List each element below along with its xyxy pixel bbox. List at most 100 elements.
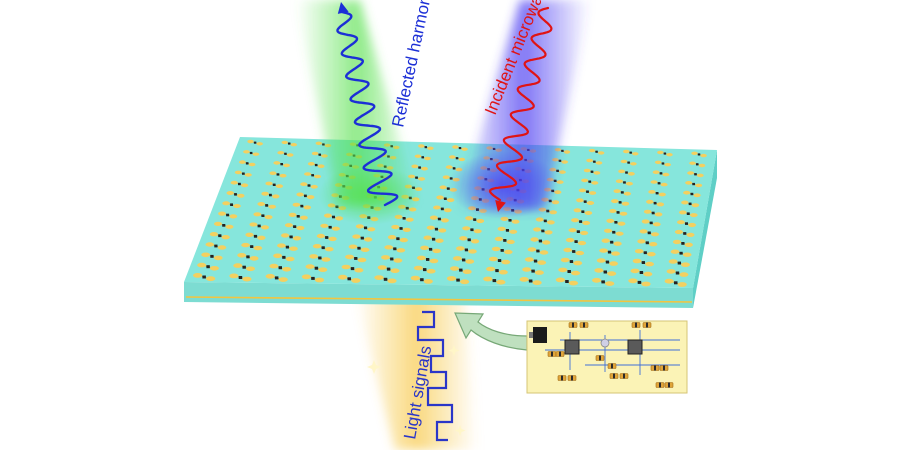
- unit-cell: [352, 234, 373, 242]
- unit-cell: [257, 202, 277, 209]
- component-band: [646, 322, 648, 328]
- unit-cell: [377, 265, 400, 274]
- unit-cell: [497, 226, 518, 234]
- unit-cell: [648, 190, 666, 197]
- unit-cell: [681, 200, 700, 208]
- metasurface-board: [184, 137, 717, 308]
- unit-cell: [193, 273, 216, 282]
- unit-cell: [456, 246, 477, 254]
- unit-cell: [245, 232, 266, 240]
- unit-cell: [418, 144, 434, 150]
- component-band: [571, 375, 573, 381]
- photodiode-pin: [529, 332, 533, 338]
- unit-cell: [309, 254, 331, 262]
- unit-cell: [305, 264, 328, 273]
- component-band: [599, 355, 601, 361]
- unit-cell: [387, 235, 408, 243]
- unit-cell: [316, 233, 337, 242]
- unit-cell: [453, 256, 475, 264]
- reflected-wave-arrowhead: [337, 2, 349, 14]
- unit-cell: [596, 258, 618, 266]
- light-signal-wave: [416, 310, 454, 442]
- unit-cell: [630, 268, 653, 277]
- unit-cell: [672, 239, 693, 247]
- circuit-node: [600, 338, 610, 348]
- unit-cell: [269, 263, 292, 272]
- unit-cell: [689, 161, 706, 168]
- unit-cell: [426, 225, 447, 233]
- unit-cell: [657, 150, 673, 157]
- unit-cell: [433, 205, 452, 213]
- unit-cell: [639, 229, 659, 237]
- unit-cell: [592, 277, 615, 286]
- unit-cell: [414, 154, 431, 161]
- unit-cell: [560, 257, 583, 266]
- unit-cell: [338, 274, 361, 283]
- unit-cell: [691, 151, 707, 158]
- unit-cell: [643, 209, 663, 217]
- component-band: [668, 382, 670, 388]
- unit-cell: [491, 246, 513, 255]
- unit-cell: [566, 237, 587, 246]
- unit-cell: [628, 278, 651, 287]
- photodiode-chip: [533, 327, 547, 343]
- unit-cell: [583, 168, 601, 175]
- unit-cell: [599, 248, 620, 256]
- unit-cell: [197, 262, 219, 271]
- circuit-board: [526, 320, 688, 394]
- unit-cell: [269, 171, 287, 178]
- unit-cell: [524, 257, 547, 265]
- unit-cell: [230, 180, 249, 188]
- unit-cell: [273, 253, 295, 262]
- unit-cell: [253, 212, 273, 220]
- board-top-face: [184, 137, 717, 288]
- unit-cell: [239, 160, 256, 167]
- unit-cell: [652, 170, 670, 177]
- unit-cell: [345, 254, 367, 263]
- unit-cell: [634, 249, 656, 257]
- unit-cell: [312, 244, 334, 252]
- unit-cell: [241, 242, 263, 251]
- unit-cell: [446, 276, 470, 285]
- unit-cell: [229, 273, 252, 282]
- unit-cell: [494, 236, 515, 245]
- light-beam: [355, 292, 478, 450]
- unit-cell: [450, 266, 472, 275]
- unit-cell: [578, 188, 597, 195]
- reflected-harmonics-label: Reflected harmonics: [388, 0, 439, 129]
- board-side-face: [693, 150, 717, 308]
- component-band: [623, 373, 625, 379]
- unit-cell: [568, 228, 589, 236]
- unit-cell: [381, 255, 403, 263]
- unit-cell: [288, 212, 308, 220]
- unit-cell: [462, 226, 482, 234]
- unit-cell: [201, 252, 223, 261]
- unit-cell: [533, 227, 553, 235]
- unit-cell: [641, 219, 661, 227]
- unit-cell: [677, 220, 696, 228]
- unit-cell: [620, 159, 637, 166]
- unit-cell: [685, 181, 703, 188]
- unit-cell: [650, 180, 668, 187]
- unit-cell: [535, 217, 555, 225]
- unit-cell: [519, 277, 542, 286]
- unit-cell: [222, 201, 241, 208]
- component-band: [654, 365, 656, 371]
- component-band: [611, 363, 613, 369]
- incident-beam: [458, 0, 590, 210]
- unit-cell: [679, 210, 698, 218]
- unit-cell: [522, 267, 544, 275]
- component-band: [572, 322, 574, 328]
- unit-cell: [413, 265, 436, 274]
- unit-cell: [226, 191, 245, 198]
- sparkles: [367, 345, 466, 436]
- unit-cell: [449, 155, 466, 162]
- component-band: [583, 322, 585, 328]
- unit-cell: [606, 218, 626, 226]
- unit-cell: [423, 235, 444, 243]
- ic-chip: [627, 339, 643, 355]
- unit-cell: [664, 278, 687, 287]
- unit-cell: [611, 199, 630, 206]
- unit-cell: [243, 150, 260, 156]
- component-band: [613, 373, 615, 379]
